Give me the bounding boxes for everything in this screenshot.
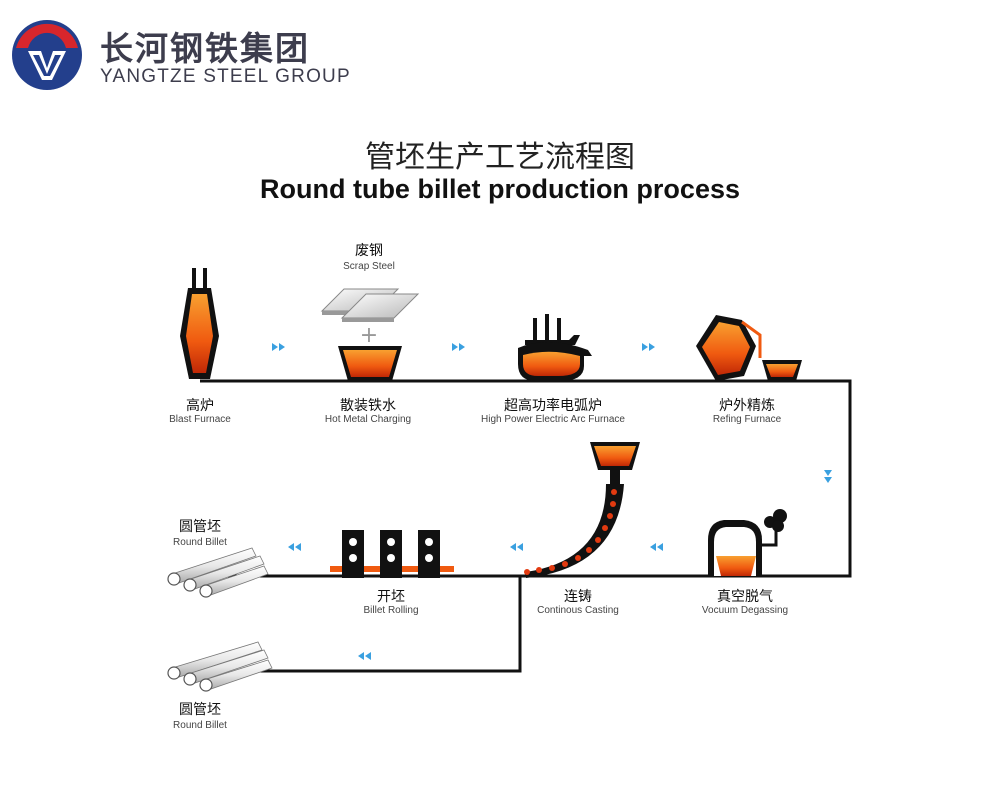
round-billet-label-cn: 圆管坯 [179,702,221,718]
flow-arrow-left [650,543,663,551]
flow-lines [170,379,852,673]
billet-rolling-label-en: Billet Rolling [363,605,419,616]
scrap-steel-label-en: Scrap Steel [343,261,395,272]
continuous-casting-label-en: Continous Casting [537,605,619,616]
diagram-title-en: Round tube billet production process [259,174,740,204]
continuous-casting-label-cn: 连铸 [564,589,592,605]
electric-arc-furnace-icon [518,314,592,381]
vacuum-degassing-icon [708,509,787,576]
logo-mark [12,20,82,90]
round-billet-bundle-icon [167,641,273,692]
round-billet-bundle-icon [167,547,269,598]
blast-furnace-icon [180,268,219,379]
round-billet-label-cn: 圆管坯 [179,519,221,535]
billet-rolling-icon [330,530,454,578]
casting-strand-dots [524,489,617,575]
flow-arrow-left [510,543,523,551]
refining-label-cn: 炉外精炼 [719,398,775,414]
flow-arrow-right [452,343,465,351]
flow-arrow-left [358,652,371,660]
ladle-icon [338,346,402,381]
flow-arrow-down [824,470,832,483]
blast-furnace-label-en: Blast Furnace [169,414,231,425]
diagram-title-cn: 管坯生产工艺流程图 [365,140,635,175]
flow-arrow-left [288,543,301,551]
continuous-casting-icon [526,442,640,578]
hot-metal-charging-label-en: Hot Metal Charging [324,414,412,425]
round-billet-label-en: Round Billet [173,720,227,731]
company-name-en: YANGTZE STEEL GROUP [100,66,351,87]
refining-furnace-icon [696,315,802,381]
plus-sign: + [360,323,378,348]
flow-arrow-right [272,343,285,351]
vacuum-degassing-label-en: Vocuum Degassing [701,605,789,616]
hot-metal-charging-label-cn: 散装铁水 [340,398,396,414]
vacuum-degassing-label-cn: 真空脱气 [717,589,773,605]
scrap-steel-label-cn: 废钢 [355,243,383,259]
eaf-label-en: High Power Electric Arc Furnace [481,414,625,425]
scrap-steel-icon [320,288,420,322]
billet-rolling-label-cn: 开坯 [377,589,405,605]
company-name-cn: 长河钢铁集团 [100,29,310,68]
eaf-label-cn: 超高功率电弧炉 [504,398,602,414]
round-billet-label-en: Round Billet [173,537,227,548]
flow-arrow-right [642,343,655,351]
blast-furnace-label-cn: 高炉 [186,398,214,414]
refining-label-en: Refing Furnace [712,414,782,425]
